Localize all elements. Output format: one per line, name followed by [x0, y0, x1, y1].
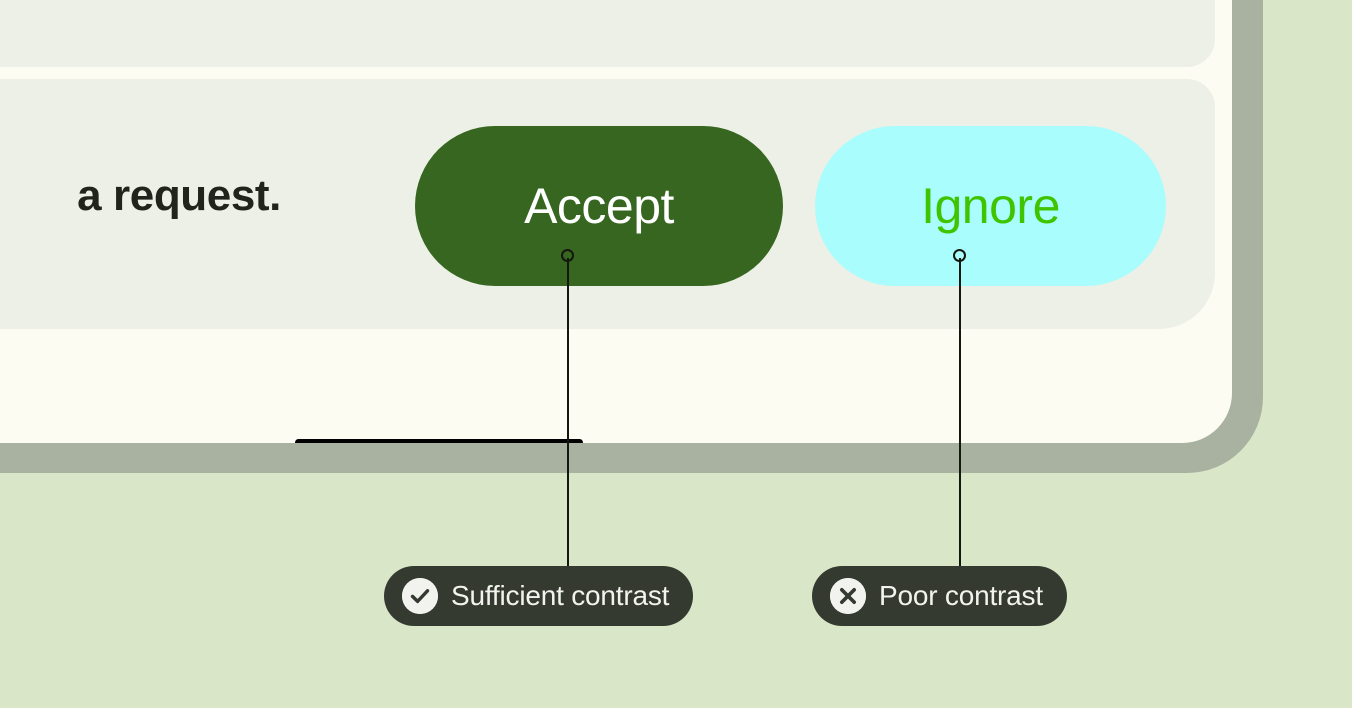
- device-screen: a request. Accept Ignore: [0, 0, 1232, 443]
- device-frame: a request. Accept Ignore: [0, 0, 1263, 473]
- annotation-badge-poor-contrast[interactable]: Poor contrast: [812, 566, 1067, 626]
- callout-line-accept: [567, 258, 569, 566]
- x-circle-icon: [830, 578, 866, 614]
- ignore-button[interactable]: Ignore: [815, 126, 1166, 286]
- annotation-badge-sufficient-contrast[interactable]: Sufficient contrast: [384, 566, 694, 626]
- card-message-text: a request.: [77, 171, 281, 220]
- annotation-label-sufficient-contrast: Sufficient contrast: [451, 580, 670, 611]
- card-above: [0, 0, 1215, 67]
- annotation-label-poor-contrast: Poor contrast: [879, 580, 1043, 611]
- callout-line-ignore: [959, 258, 961, 566]
- check-circle-icon: [402, 578, 438, 614]
- accept-button[interactable]: Accept: [415, 126, 783, 286]
- home-indicator[interactable]: [295, 439, 583, 443]
